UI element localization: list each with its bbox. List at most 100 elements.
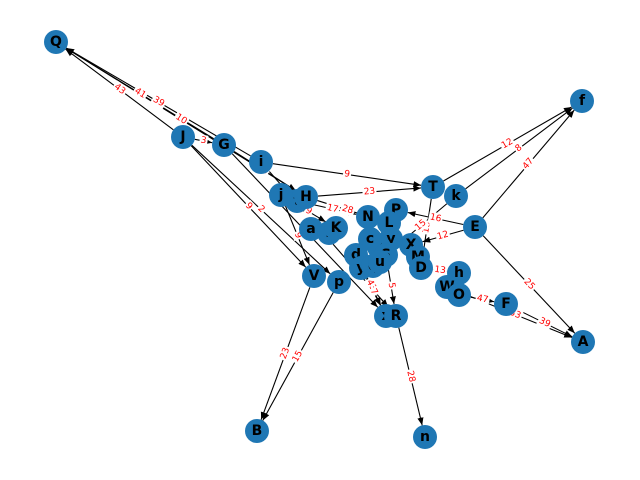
node-A: A (571, 330, 595, 354)
edge-weight-label: 10 (173, 112, 188, 127)
node-circle (302, 264, 326, 288)
node-label: k (451, 188, 461, 204)
node-circle (294, 185, 318, 209)
node-circle (444, 184, 468, 208)
edge-label-t-N: 17 (324, 201, 341, 216)
edge-label-J-V: 9 (242, 199, 256, 213)
edge-label-background (474, 292, 491, 306)
node-f: f (570, 89, 594, 113)
edge-label-H-Q: 10 (172, 110, 191, 128)
edge-weight-label: 9 (243, 201, 254, 212)
node-T: T (421, 175, 445, 199)
node-B: B (245, 419, 269, 443)
node-k: k (444, 184, 468, 208)
edge-label-background (342, 167, 352, 181)
edge-label-background (434, 228, 452, 243)
node-label: j (278, 187, 284, 203)
edge-weight-label: 9 (303, 206, 313, 218)
node-circle (368, 250, 392, 274)
node-label: L (385, 215, 394, 231)
node-circle (245, 419, 269, 443)
edge-label-i-T: 9 (342, 167, 352, 181)
edge-weight-label: 47 (476, 294, 489, 306)
edge-label-background (519, 154, 537, 173)
node-circle (463, 215, 487, 239)
node-label: A (578, 334, 589, 350)
edge-weight-label: 12 (436, 230, 450, 243)
edge-weight-label: 47 (521, 156, 536, 171)
edge-weight-label: 13 (434, 265, 447, 276)
node-circle (358, 227, 382, 251)
edge-label-background (289, 347, 306, 366)
node-label: T (428, 179, 438, 195)
node-label: G (218, 137, 230, 153)
node-O: O (447, 283, 471, 307)
edge-weight-label: 8 (514, 143, 525, 155)
edge-label-H-L: 28 (339, 202, 356, 217)
edge-label-O-F: 47 (474, 292, 491, 306)
edge-label-E-X: 12 (434, 228, 452, 243)
node-u: u (368, 250, 392, 274)
edge-label-background (520, 275, 539, 294)
edge-label-background (277, 344, 293, 362)
edge-label-y-x: 7 (367, 285, 381, 298)
node-circle (421, 175, 445, 199)
edge-weight-label: 17 (326, 203, 339, 215)
edge-label-background (385, 280, 398, 291)
node-circle (356, 205, 380, 229)
edge-label-k-f: 8 (512, 141, 526, 155)
edge-label-background (324, 201, 341, 216)
node-label: B (252, 423, 263, 439)
edge-label-R-n: 28 (404, 368, 418, 385)
node-circle (327, 270, 351, 294)
node-label: n (420, 429, 430, 445)
edge-label-S-R: 5 (385, 280, 398, 291)
edge-label-background (498, 135, 517, 152)
edge-label-background (512, 141, 526, 155)
node-label: O (453, 287, 465, 303)
node-label: p (334, 274, 344, 290)
edge-label-background (198, 134, 209, 147)
edge-label-background (404, 368, 418, 385)
edge-label-p-B: 15 (289, 347, 306, 366)
node-p: p (327, 270, 351, 294)
node-circle (413, 425, 437, 449)
edge-label-F-A: 39 (536, 314, 554, 331)
node-label: V (309, 268, 320, 284)
node-G: G (212, 133, 236, 157)
node-c: c (358, 227, 382, 251)
edge-label-background (242, 199, 256, 213)
edge-weight-label: 7 (368, 287, 380, 297)
node-circle (384, 304, 408, 328)
node-circle (447, 283, 471, 307)
edge-weight-label: 28 (341, 204, 355, 217)
node-F: F (494, 292, 518, 316)
node-label: h (454, 265, 464, 281)
node-label: E (470, 219, 480, 235)
edge-label-background (536, 314, 554, 331)
edge-label-background (362, 185, 377, 198)
node-label: R (391, 308, 402, 324)
edge-weight-label: 12 (500, 137, 515, 151)
node-V: V (302, 264, 326, 288)
edge-label-D-h: 13 (432, 263, 448, 277)
node-label: c (366, 231, 374, 247)
nodes-layer: QfJGiTktHjEarKNPLXvecdMSyquDhVpWOFxRABn (44, 30, 595, 449)
node-label: y (356, 260, 365, 276)
node-circle (299, 217, 323, 241)
edge-label-V-B: 23 (277, 344, 293, 362)
edge-label-background (172, 110, 191, 128)
edge-weight-label: 39 (151, 95, 166, 110)
edge-weight-label: 28 (404, 370, 416, 384)
node-label: d (351, 247, 361, 263)
node-label: a (306, 221, 315, 237)
node-label: Q (50, 34, 62, 50)
edge-label-background (110, 80, 129, 98)
node-label: X (406, 237, 417, 253)
node-label: N (362, 209, 374, 225)
node-a: a (299, 217, 323, 241)
edge-label-J-G: 3 (198, 134, 209, 147)
node-label: J (179, 129, 185, 145)
edge-label-background (411, 216, 430, 234)
